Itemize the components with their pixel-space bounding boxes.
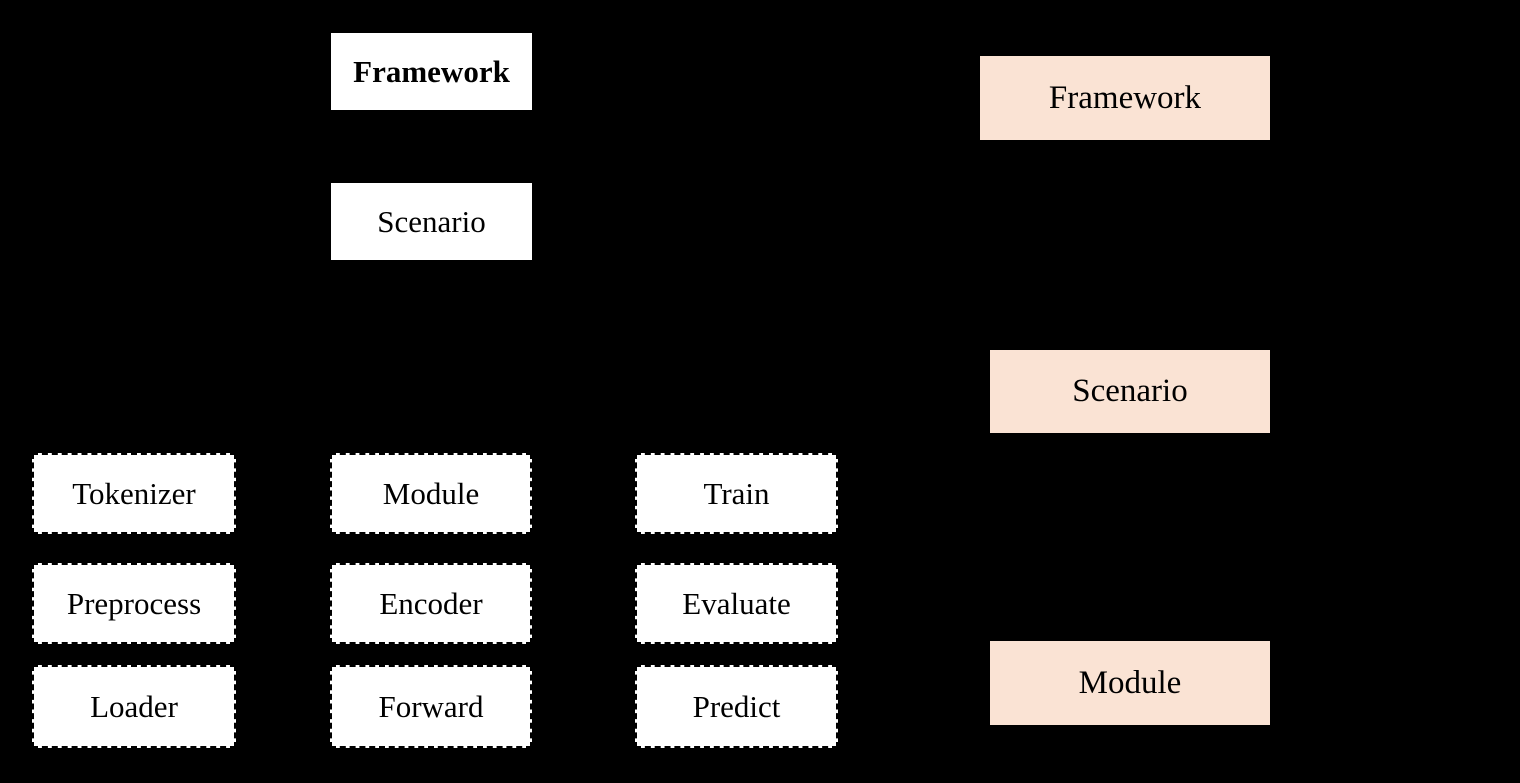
node-framework-outline[interactable]: Framework bbox=[331, 33, 532, 110]
node-scenario-filled[interactable]: Scenario bbox=[990, 350, 1270, 433]
node-label: Module bbox=[382, 476, 480, 511]
node-label: Evaluate bbox=[682, 586, 791, 621]
node-label: Scenario bbox=[377, 204, 486, 239]
node-label: Predict bbox=[692, 689, 781, 724]
node-scenario-outline[interactable]: Scenario bbox=[331, 183, 532, 260]
node-label: Encoder bbox=[379, 586, 483, 621]
node-evaluate[interactable]: Evaluate bbox=[635, 563, 838, 644]
node-label: Module bbox=[1078, 664, 1182, 701]
node-label: Loader bbox=[90, 689, 178, 724]
node-forward[interactable]: Forward bbox=[330, 665, 532, 748]
node-preprocess[interactable]: Preprocess bbox=[32, 563, 236, 644]
node-label: Train bbox=[703, 476, 770, 511]
node-label: Framework bbox=[1048, 79, 1202, 116]
node-label: Preprocess bbox=[66, 586, 202, 621]
node-predict[interactable]: Predict bbox=[635, 665, 838, 748]
node-label: Forward bbox=[378, 689, 484, 724]
node-module[interactable]: Module bbox=[330, 453, 532, 534]
node-label: Tokenizer bbox=[72, 476, 196, 511]
node-module-filled[interactable]: Module bbox=[990, 641, 1270, 725]
node-tokenizer[interactable]: Tokenizer bbox=[32, 453, 236, 534]
node-framework-filled[interactable]: Framework bbox=[980, 56, 1270, 140]
node-train[interactable]: Train bbox=[635, 453, 838, 534]
node-label: Framework bbox=[353, 54, 510, 89]
node-encoder[interactable]: Encoder bbox=[330, 563, 532, 644]
node-loader[interactable]: Loader bbox=[32, 665, 236, 748]
node-label: Scenario bbox=[1072, 373, 1188, 409]
